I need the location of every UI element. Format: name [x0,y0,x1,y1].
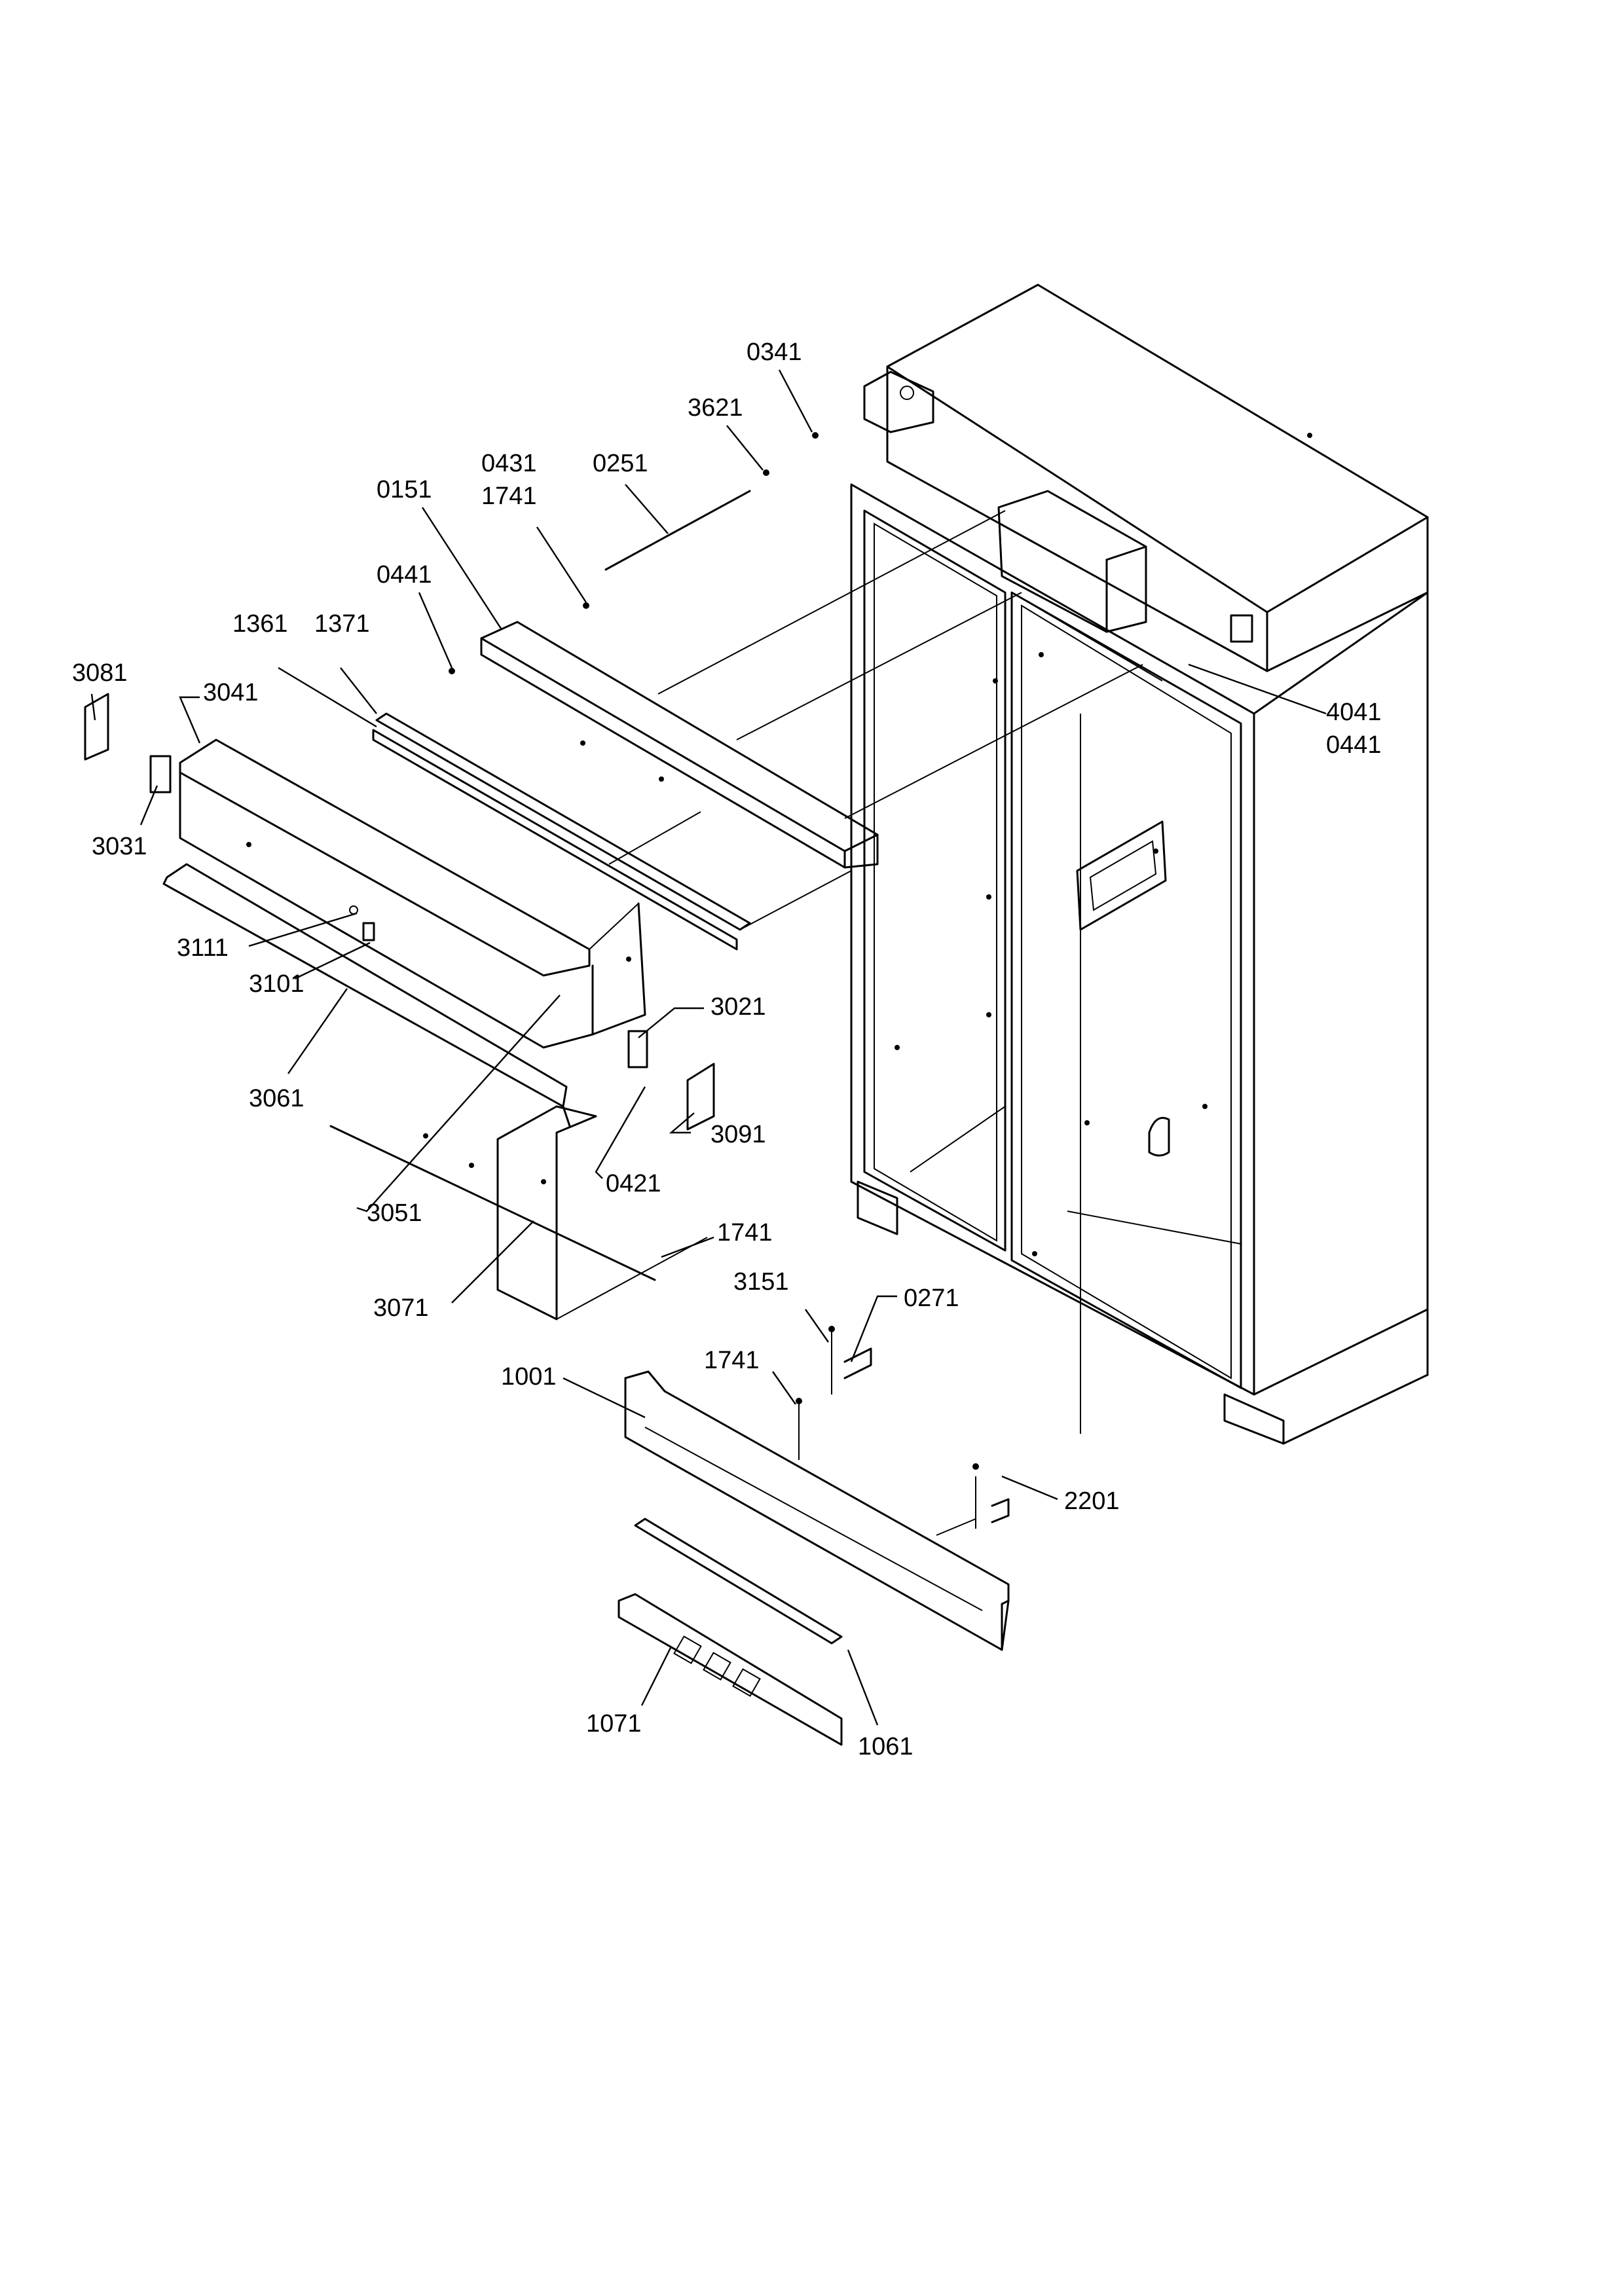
label-0251: 0251 [593,450,648,477]
label-3041: 3041 [203,679,259,706]
label-0271: 0271 [904,1285,959,1312]
label-3081: 3081 [72,659,128,687]
label-1001: 1001 [501,1363,557,1391]
bottom-grille-assembly [618,714,1081,1746]
label-3091: 3091 [710,1121,766,1148]
label-0151: 0151 [377,476,432,503]
label-3101: 3101 [249,970,304,998]
label-0441-right: 0441 [1326,731,1382,759]
label-3031: 3031 [92,833,147,860]
label-3071: 3071 [373,1294,429,1322]
label-0421: 0421 [606,1170,661,1197]
label-3051: 3051 [367,1199,422,1227]
label-3151: 3151 [733,1268,789,1296]
label-3061: 3061 [249,1085,304,1112]
label-1741-top: 1741 [481,483,537,510]
label-2201: 2201 [1064,1487,1120,1515]
refrigerator-cabinet [850,283,1429,1445]
label-3111: 3111 [177,934,229,962]
label-0441-left: 0441 [377,561,432,589]
label-0431: 0431 [481,450,537,477]
label-0341: 0341 [747,338,802,366]
top-rail-assembly [372,432,1143,951]
label-3621: 3621 [688,394,743,422]
label-1361: 1361 [232,610,288,638]
part-labels: 0341 3621 0251 0431 1741 0151 0441 1361 … [72,338,1382,1760]
label-1371: 1371 [314,610,370,638]
label-1071: 1071 [586,1710,642,1738]
label-4041: 4041 [1326,699,1382,726]
leader-lines [90,369,1327,1726]
label-1741-bottom: 1741 [704,1347,760,1374]
front-trim-assembly [84,693,715,1321]
label-3021: 3021 [710,993,766,1021]
label-1061: 1061 [858,1733,913,1760]
label-1741-mid: 1741 [717,1219,773,1247]
